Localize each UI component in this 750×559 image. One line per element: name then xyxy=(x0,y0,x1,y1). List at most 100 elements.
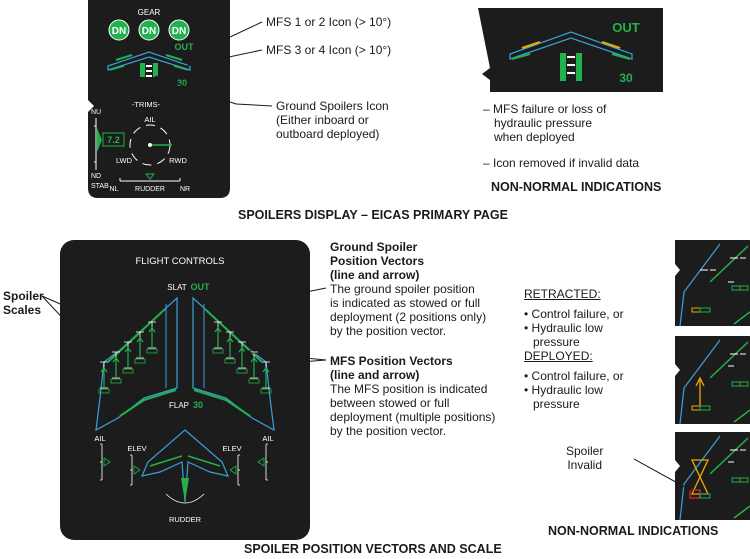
nn-detail-panels xyxy=(675,240,750,520)
spoiler-scale xyxy=(122,341,134,374)
fc-flap-label: FLAP xyxy=(169,401,189,410)
invalid-leader xyxy=(633,458,693,492)
mfs-body-3: deployment (multiple positions) xyxy=(330,410,496,424)
deployed-title: DEPLOYED: xyxy=(524,349,593,363)
nn-bullet1-line3: when deployed xyxy=(494,130,575,144)
mfs-body-2: between stowed or full xyxy=(330,396,450,410)
spoiler-scale xyxy=(134,331,146,364)
gs-body-2: is indicated as stowed or full xyxy=(330,296,481,310)
fc-left-wing xyxy=(95,296,178,432)
spoiler-scale xyxy=(248,351,260,384)
spoiler-scales-line2: Scales xyxy=(3,303,42,317)
nn-top-title: NON-NORMAL INDICATIONS xyxy=(491,180,662,194)
ground-spoilers-icon xyxy=(140,63,158,77)
gear-left-status: DN xyxy=(112,26,126,37)
spoiler-scale xyxy=(260,361,272,394)
fc-header: FLIGHT CONTROLS xyxy=(135,256,224,267)
nn-bullet-mfs-failure: – MFS failure or loss of hydraulic press… xyxy=(483,102,606,144)
fc-rudder-label: RUDDER xyxy=(169,515,202,524)
gear-nose-status: DN xyxy=(142,26,156,37)
fc-ail-right: AIL xyxy=(262,434,273,443)
fc-left-slat xyxy=(107,309,165,363)
nu-label: NU xyxy=(91,109,101,116)
nn-panel-invalid xyxy=(675,432,750,520)
fc-aileron-scales xyxy=(100,443,268,481)
fc-rudder-pointer xyxy=(181,478,189,502)
deployed-item-3: pressure xyxy=(533,397,580,411)
flap-value: 30 xyxy=(177,78,187,88)
retracted-item-1: • Control failure, or xyxy=(524,307,624,321)
trims-label: -TRIMS- xyxy=(132,100,161,109)
mfs34-callout: MFS 3 or 4 Icon (> 10°) xyxy=(266,43,392,57)
stab-trim-scale xyxy=(94,118,125,170)
fc-flap-value: 30 xyxy=(193,400,203,410)
aileron-label: AIL xyxy=(144,115,155,124)
retracted-title: RETRACTED: xyxy=(524,287,601,301)
nn-panel-deployed xyxy=(675,336,750,425)
gs-body-3: deployment (2 positions only) xyxy=(330,310,487,324)
gs-body-4: by the position vector. xyxy=(330,324,447,338)
spoiler-invalid-line2: Invalid xyxy=(567,458,603,472)
stab-label: STAB xyxy=(91,183,109,190)
fc-elevator-scales xyxy=(130,454,240,486)
mfs-body-4: by the position vector. xyxy=(330,424,447,438)
gs-heading-1: Ground Spoiler xyxy=(330,240,418,254)
spoiler-scale xyxy=(146,321,158,354)
non-normal-wing-display: OUT 30 xyxy=(478,8,663,92)
ground-spoilers-callout-line1: Ground Spoilers Icon xyxy=(276,99,389,113)
lwd-label: LWD xyxy=(116,156,133,165)
retracted-item-2: • Hydraulic low xyxy=(524,321,603,335)
spoiler-invalid-line1: Spoiler xyxy=(566,444,604,458)
gear-right-status: DN xyxy=(172,26,186,37)
nl-label: NL xyxy=(110,186,119,193)
mfs-heading-2: (line and arrow) xyxy=(330,368,420,382)
rudder-label: RUDDER xyxy=(135,186,165,193)
deployed-item-2: • Hydraulic low xyxy=(524,383,603,397)
top-leader-lines xyxy=(154,21,273,107)
bottom-caption: SPOILER POSITION VECTORS AND SCALE xyxy=(244,542,502,556)
wing-icon xyxy=(107,51,191,71)
ground-spoilers-callout-line3: outboard deployed) xyxy=(276,127,380,141)
spoiler-scales-line1: Spoiler xyxy=(3,289,44,303)
ground-spoilers-callout-line2: (Either inboard or xyxy=(276,113,369,127)
fc-elev-right: ELEV xyxy=(222,444,241,453)
fc-slat-value: OUT xyxy=(191,282,211,292)
nn-bullet1-line1: – MFS failure or loss of xyxy=(483,102,607,116)
retracted-section: RETRACTED: • Control failure, or • Hydra… xyxy=(524,287,624,349)
fc-slat-label: SLAT xyxy=(167,283,187,292)
spoiler-invalid-label: Spoiler Invalid xyxy=(566,444,603,472)
retracted-item-3: pressure xyxy=(533,335,580,349)
mfs-heading-1: MFS Position Vectors xyxy=(330,354,453,368)
mfs-body-1: The MFS position is indicated xyxy=(330,382,488,396)
nn-bullet-icon-removed: – Icon removed if invalid data xyxy=(483,156,640,170)
bottom-non-normal-title: NON-NORMAL INDICATIONS xyxy=(548,524,719,538)
ground-spoilers-callout: Ground Spoilers Icon (Either inboard or … xyxy=(276,99,389,141)
eicas-spoiler-display: GEAR DN DN DN OUT 30 -TRIMS- NU 7.2 ND S… xyxy=(88,0,230,198)
fc-right-flap xyxy=(193,389,251,417)
deployed-section: DEPLOYED: • Control failure, or • Hydrau… xyxy=(524,349,624,411)
gs-heading-2: Position Vectors xyxy=(330,254,425,268)
gs-heading-3: (line and arrow) xyxy=(330,268,420,282)
mfs12-callout: MFS 1 or 2 Icon (> 10°) xyxy=(266,15,392,29)
gear-label: GEAR xyxy=(138,8,161,17)
spoiler-scale xyxy=(98,361,110,394)
gs-body-1: The ground spoiler position xyxy=(330,282,475,296)
nn-panel-retracted xyxy=(675,240,750,327)
spoiler-scale xyxy=(236,341,248,374)
spoiler-scale xyxy=(224,331,236,364)
slat-out-label: OUT xyxy=(175,42,195,52)
rwd-label: RWD xyxy=(169,156,187,165)
fc-leader-lines xyxy=(41,287,327,366)
mfs-description: MFS Position Vectors (line and arrow) Th… xyxy=(330,354,495,438)
spoiler-scale xyxy=(212,321,224,354)
aileron-dial xyxy=(129,124,172,166)
fc-ail-left: AIL xyxy=(94,434,105,443)
stab-trim-value: 7.2 xyxy=(107,135,120,145)
flight-controls-display: FLIGHT CONTROLS SLAT OUT FLAP 30 AIL AIL… xyxy=(60,240,310,540)
ground-spoiler-description: Ground Spoiler Position Vectors (line an… xyxy=(330,240,486,338)
nd-label: ND xyxy=(91,173,101,180)
fc-right-wing xyxy=(192,296,275,432)
gear-indicators: DN DN DN xyxy=(108,19,190,41)
rudder-scale xyxy=(119,173,181,182)
spoiler-scale xyxy=(110,351,122,384)
